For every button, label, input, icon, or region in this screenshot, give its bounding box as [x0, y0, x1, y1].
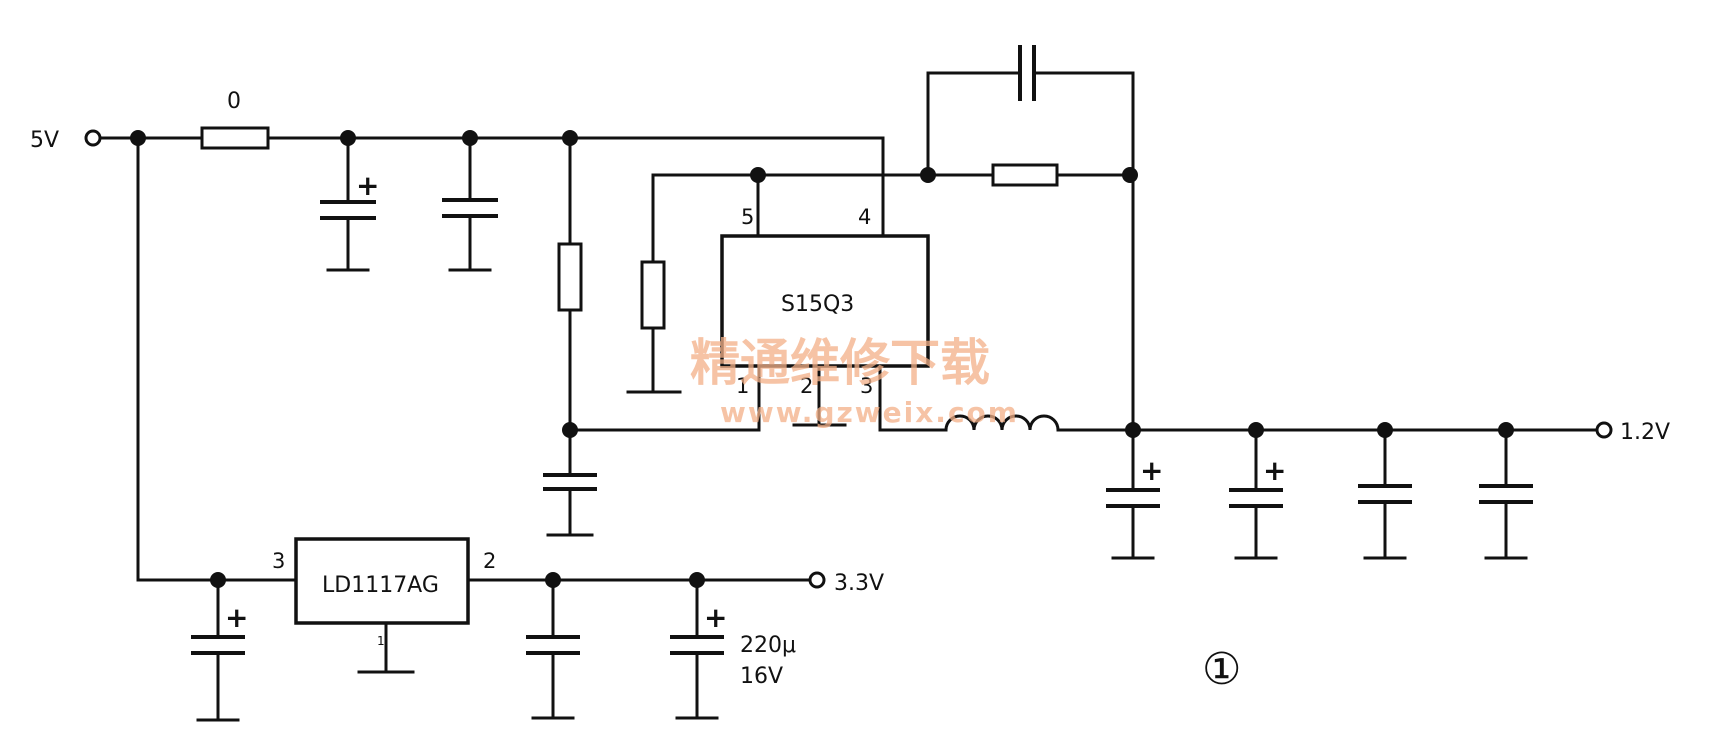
terminal-5v — [84, 129, 102, 147]
capacitor-c2 — [442, 136, 498, 272]
watermark-title: 精通维修下载 — [690, 334, 990, 392]
pin-label: 1 — [736, 374, 749, 398]
svg-text:+: + — [1140, 454, 1163, 487]
capacitor-ldo-in-polarized: + — [191, 578, 248, 722]
resistor-rail-a — [557, 242, 583, 312]
label-5v: 5V — [30, 128, 59, 153]
label-r0: 0 — [227, 89, 241, 114]
figure-number: ① — [1202, 644, 1241, 695]
watermark-url: www.gzweix.com — [720, 396, 1019, 429]
resistor-r0 — [200, 126, 270, 150]
ic-ld1117ag: LD1117AG 3 2 1 — [272, 537, 496, 648]
capacitor-out3 — [1358, 428, 1412, 560]
resistor-feedback — [991, 163, 1059, 187]
ic-ld1117ag-label: LD1117AG — [322, 573, 439, 598]
capacitor-out4 — [1479, 428, 1533, 560]
capacitor-220u-polarized: + — [670, 578, 727, 720]
junctions — [130, 130, 1514, 588]
terminal-1v2 — [1595, 421, 1613, 439]
pin-label: 3 — [860, 374, 873, 398]
label-3v3: 3.3V — [834, 571, 884, 596]
resistor-feedback-left — [640, 260, 666, 330]
label-cap-voltage: 16V — [740, 664, 783, 689]
capacitor-c1-polarized: + — [320, 136, 379, 272]
ic-s15q3-label: S15Q3 — [781, 292, 854, 317]
label-1v2: 1.2V — [1620, 420, 1670, 445]
label-cap-value: 220μ — [740, 633, 796, 658]
capacitor-feedback — [1018, 45, 1036, 101]
capacitor-out2-polarized: + — [1229, 428, 1286, 560]
ic-s15q3: S15Q3 5 4 1 2 3 — [720, 205, 930, 398]
capacitor-out1-polarized: + — [1106, 428, 1163, 560]
pin-label: 5 — [741, 205, 754, 229]
pin-label: 1 — [377, 634, 385, 648]
svg-text:+: + — [225, 601, 248, 634]
svg-text:+: + — [356, 169, 379, 202]
pin-label: 3 — [272, 549, 285, 573]
capacitor-ldo-out — [526, 578, 580, 720]
capacitor-c3 — [543, 473, 597, 537]
inductor — [944, 414, 1060, 432]
svg-text:+: + — [1263, 454, 1286, 487]
pin-label: 4 — [858, 205, 871, 229]
terminal-3v3 — [808, 571, 826, 589]
pin-label: 2 — [483, 549, 496, 573]
pin-label: 2 — [800, 374, 813, 398]
svg-text:+: + — [704, 601, 727, 634]
